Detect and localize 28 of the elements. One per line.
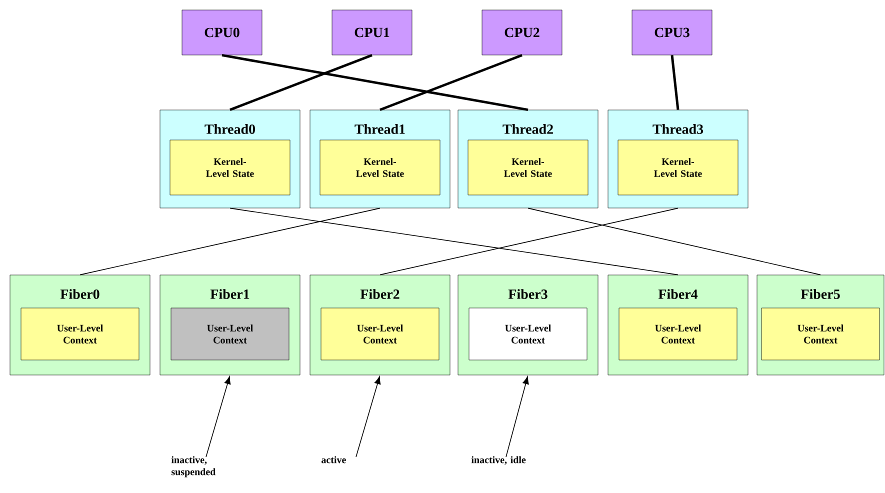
cpu-box: CPU2 <box>482 10 562 56</box>
connector-line <box>670 55 680 110</box>
cpu-box: CPU0 <box>182 10 262 56</box>
context-box: User-Level Context <box>618 308 738 360</box>
state-box: Kernel-Level State <box>618 140 738 196</box>
state-label: inactive, idle <box>471 456 526 465</box>
connector-line <box>380 208 678 276</box>
state-box: Kernel-Level State <box>320 140 440 196</box>
context-box: User-Level Context <box>468 308 588 360</box>
leader-arrow <box>506 376 529 458</box>
leader-arrow <box>206 376 231 458</box>
state-box: Kernel-Level State <box>468 140 588 196</box>
connector-line <box>230 54 372 111</box>
leader-arrow <box>356 376 381 458</box>
connector-line <box>80 208 380 276</box>
connector-line <box>222 54 528 112</box>
context-box: User-Level Context <box>170 308 290 360</box>
context-box: User-Level Context <box>20 308 140 360</box>
state-box: Kernel-Level State <box>170 140 290 196</box>
context-box: User-Level Context <box>761 308 880 360</box>
cpu-box: CPU1 <box>332 10 412 56</box>
cpu-box: CPU3 <box>632 10 712 56</box>
state-label: inactive, suspended <box>171 456 216 478</box>
context-box: User-Level Context <box>320 308 440 360</box>
state-label: active <box>322 456 346 464</box>
connector-line <box>528 208 821 276</box>
connector-line <box>230 208 678 276</box>
connector-line <box>380 54 522 111</box>
